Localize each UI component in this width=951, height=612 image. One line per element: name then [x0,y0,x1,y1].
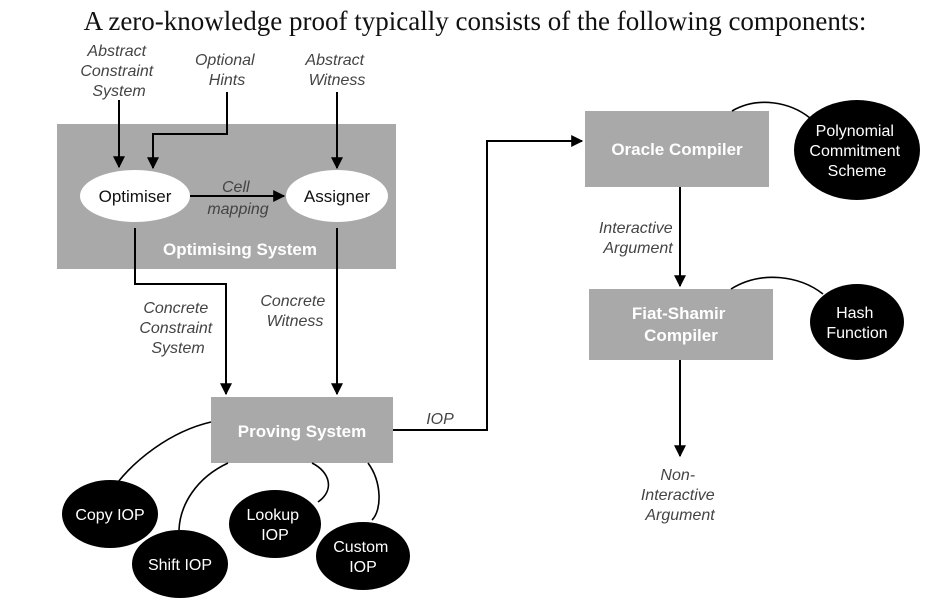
copy-iop-label: Copy IOP [75,507,144,524]
connector-pcs [731,101,811,119]
assigner-node [286,170,388,222]
custom-iop-node [316,522,410,590]
polynomial-commitment-label: Polynomial Commitment Scheme [809,123,904,180]
arrow-iop [393,135,584,431]
label-optional-hints: Optional Hints [195,52,259,89]
optimiser-node [80,170,190,222]
label-cell-mapping: Cell mapping [207,179,268,218]
label-non-interactive-argument: Non- Interactive Argument [641,467,719,524]
oracle-compiler-box [585,111,769,187]
shift-iop-node [132,530,228,598]
label-abstract-constraint-system: Abstract Constraint System [80,43,157,100]
label-abstract-witness: Abstract Witness [304,52,368,89]
connector-shift-iop [178,462,229,531]
hash-function-label: Hash Function [826,305,887,342]
hash-function-node [810,284,904,360]
label-concrete-constraint-system: Concrete Constraint System [139,300,216,357]
assigner-label: Assigner [304,187,370,206]
oracle-compiler-label: Oracle Compiler [611,140,743,159]
copy-iop-node [62,480,158,548]
diagram-heading: A zero-knowledge proof typically consist… [84,6,867,36]
proving-system-box [211,397,393,463]
fiat-shamir-label: Fiat-Shamir Compiler [632,304,730,345]
label-interactive-argument: Interactive Argument [599,220,677,257]
proving-system-label: Proving System [238,422,367,441]
custom-iop-label: Custom IOP [333,539,393,576]
shift-iop-label: Shift IOP [148,557,212,574]
optimising-system-label: Optimising System [163,240,317,259]
connector-copy-iop [117,421,212,483]
polynomial-commitment-node [794,100,920,200]
label-iop: IOP [426,411,454,428]
arrow-concrete-constraint [134,228,232,396]
fiat-shamir-box [589,289,773,360]
lookup-iop-node [229,490,321,558]
lookup-iop-label: Lookup IOP [247,507,304,544]
arrow-optional-hints [147,92,228,170]
optimiser-label: Optimiser [99,187,172,206]
connector-custom-iop [367,462,380,521]
connector-hash [730,276,824,295]
label-concrete-witness: Concrete Witness [260,293,329,330]
connector-lookup-iop [311,462,330,503]
